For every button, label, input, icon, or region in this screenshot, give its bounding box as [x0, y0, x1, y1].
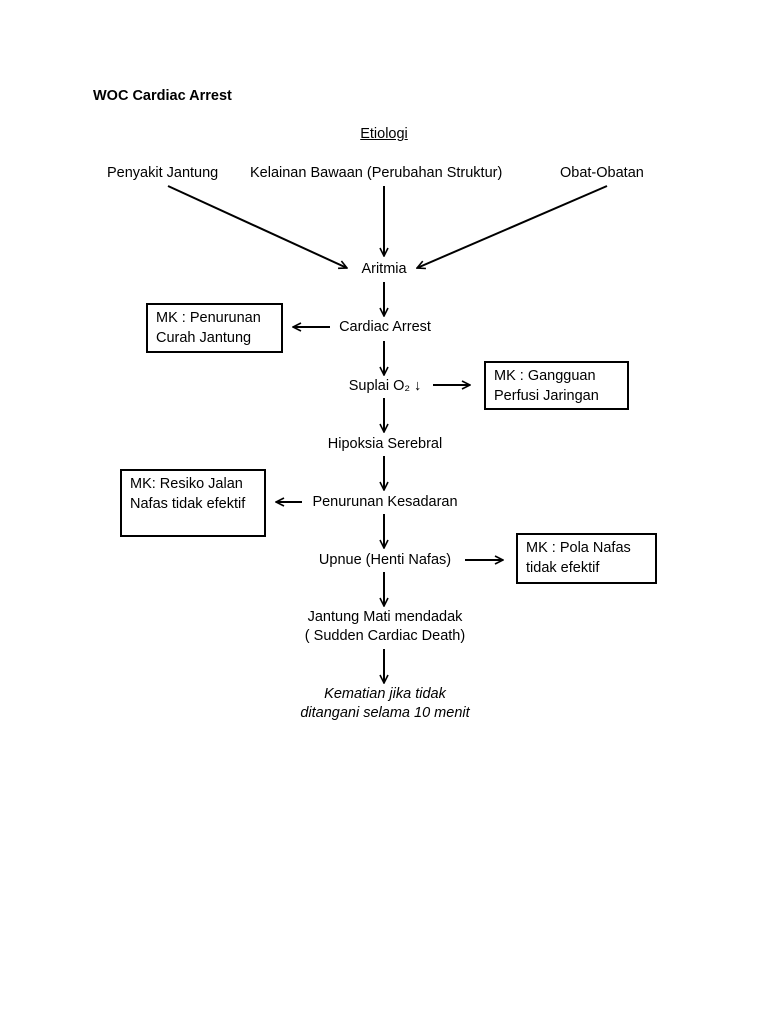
node-jantung-mati-line1: Jantung Mati mendadak	[307, 609, 463, 625]
box-line: MK : Penurunan	[156, 310, 261, 326]
etiologi-heading: Etiologi	[360, 126, 408, 142]
box-line: MK : Pola Nafas	[526, 540, 631, 556]
box-line: MK: Resiko Jalan	[130, 476, 243, 492]
box-gangguan-perfusi-jaringan: MK : Gangguan Perfusi Jaringan	[484, 361, 629, 410]
box-penurunan-curah-jantung: MK : Penurunan Curah Jantung	[146, 303, 283, 353]
box-line: tidak efektif	[526, 560, 600, 576]
arrow-obat-to-aritmia	[417, 185, 608, 268]
box-line: MK : Gangguan	[494, 368, 596, 384]
node-cardiac-arrest: Cardiac Arrest	[339, 319, 431, 335]
box-line: Perfusi Jaringan	[494, 388, 599, 404]
node-penurunan-kesadaran: Penurunan Kesadaran	[312, 494, 458, 510]
page-title: WOC Cardiac Arrest	[93, 88, 232, 104]
cause-obat-obatan: Obat-Obatan	[560, 165, 644, 181]
node-suplai-o2: Suplai O₂ ↓	[348, 378, 422, 394]
cause-penyakit-jantung: Penyakit Jantung	[107, 165, 219, 181]
arrow-penyakit-to-aritmia	[167, 185, 347, 268]
node-hipoksia-serebral: Hipoksia Serebral	[327, 436, 443, 452]
box-pola-nafas: MK : Pola Nafas tidak efektif	[516, 533, 657, 584]
box-line: Curah Jantung	[156, 330, 252, 346]
node-aritmia: Aritmia	[361, 261, 407, 277]
node-jantung-mati-line2: ( Sudden Cardiac Death)	[304, 628, 466, 644]
box-resiko-jalan-nafas: MK: Resiko Jalan Nafas tidak efektif	[120, 469, 266, 537]
node-kematian-line1: Kematian jika tidak	[324, 686, 446, 702]
box-line: Nafas tidak efektif	[130, 496, 246, 512]
cause-kelainan-bawaan: Kelainan Bawaan (Perubahan Struktur)	[250, 165, 503, 181]
node-kematian-line2: ditangani selama 10 menit	[300, 705, 470, 721]
node-upnue: Upnue (Henti Nafas)	[318, 552, 452, 568]
